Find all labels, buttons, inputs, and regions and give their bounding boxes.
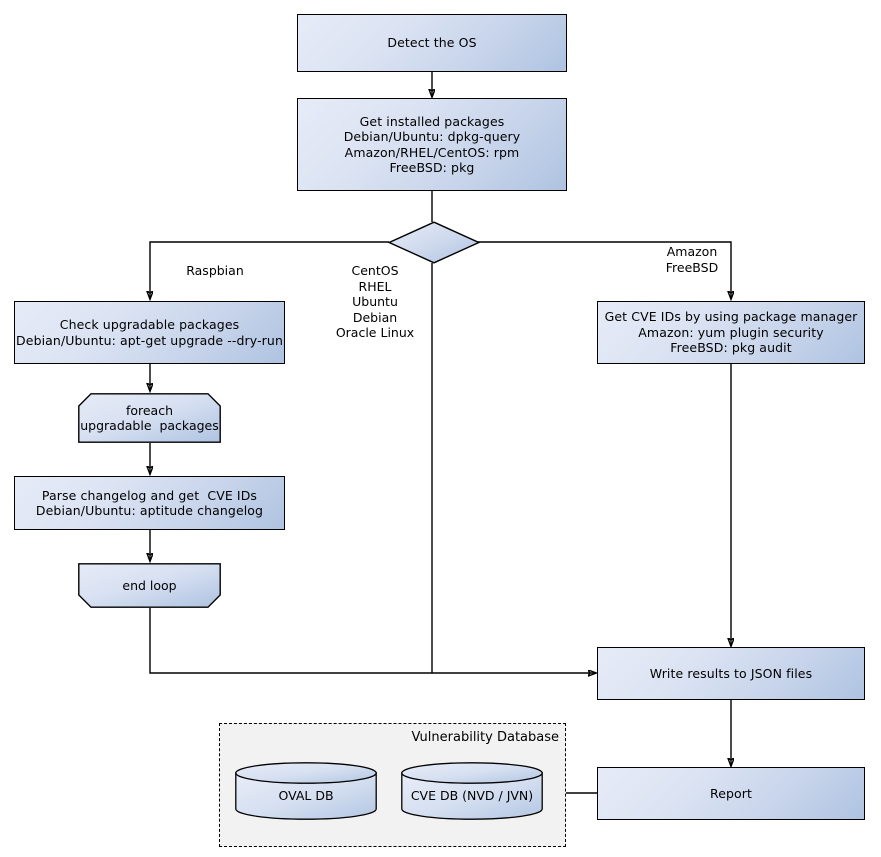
node-foreach-upgradable-packages[interactable]: foreach upgradable packages [78, 393, 221, 443]
node-end-loop-label: end loop [122, 577, 177, 593]
group-vulnerability-database-title: Vulnerability Database [411, 730, 559, 745]
node-report[interactable]: Report [597, 767, 865, 820]
node-foreach-upgradable-packages-label: foreach upgradable packages [80, 402, 219, 434]
node-get-cve-ids-label: Get CVE IDs by using package manager Ama… [604, 309, 858, 356]
node-decision-os-type[interactable] [388, 221, 480, 264]
node-oval-db-label: OVAL DB [278, 787, 334, 803]
node-detect-os[interactable]: Detect the OS [297, 14, 567, 72]
edge-label-amazon-freebsd: Amazon FreeBSD [665, 244, 719, 275]
node-cve-db[interactable]: CVE DB (NVD / JVN) [401, 762, 543, 820]
node-end-loop[interactable]: end loop [78, 563, 221, 608]
node-get-cve-ids[interactable]: Get CVE IDs by using package manager Ama… [597, 301, 865, 364]
node-report-label: Report [709, 785, 753, 801]
node-detect-os-label: Detect the OS [387, 35, 477, 51]
edge-label-center-distros: CentOS RHEL Ubuntu Debian Oracle Linux [335, 263, 415, 340]
node-check-upgradable-packages[interactable]: Check upgradable packages Debian/Ubuntu:… [14, 301, 285, 364]
node-parse-changelog-label: Parse changelog and get CVE IDs Debian/U… [35, 487, 264, 519]
node-get-installed-packages-label: Get installed packages Debian/Ubuntu: dp… [343, 113, 521, 176]
node-write-results-json[interactable]: Write results to JSON files [597, 647, 865, 700]
edge-decision-to-get-cve [478, 241, 731, 299]
node-check-upgradable-packages-label: Check upgradable packages Debian/Ubuntu:… [16, 317, 283, 348]
node-get-installed-packages[interactable]: Get installed packages Debian/Ubuntu: dp… [297, 98, 567, 191]
node-parse-changelog[interactable]: Parse changelog and get CVE IDs Debian/U… [14, 476, 285, 530]
node-oval-db[interactable]: OVAL DB [235, 762, 377, 820]
node-cve-db-label: CVE DB (NVD / JVN) [410, 787, 534, 803]
edge-decision-to-check-upgradable [150, 241, 389, 299]
edge-label-raspbian: Raspbian [186, 263, 244, 278]
node-write-results-json-label: Write results to JSON files [649, 665, 813, 681]
edge-endloop-to-write-results [149, 608, 596, 673]
